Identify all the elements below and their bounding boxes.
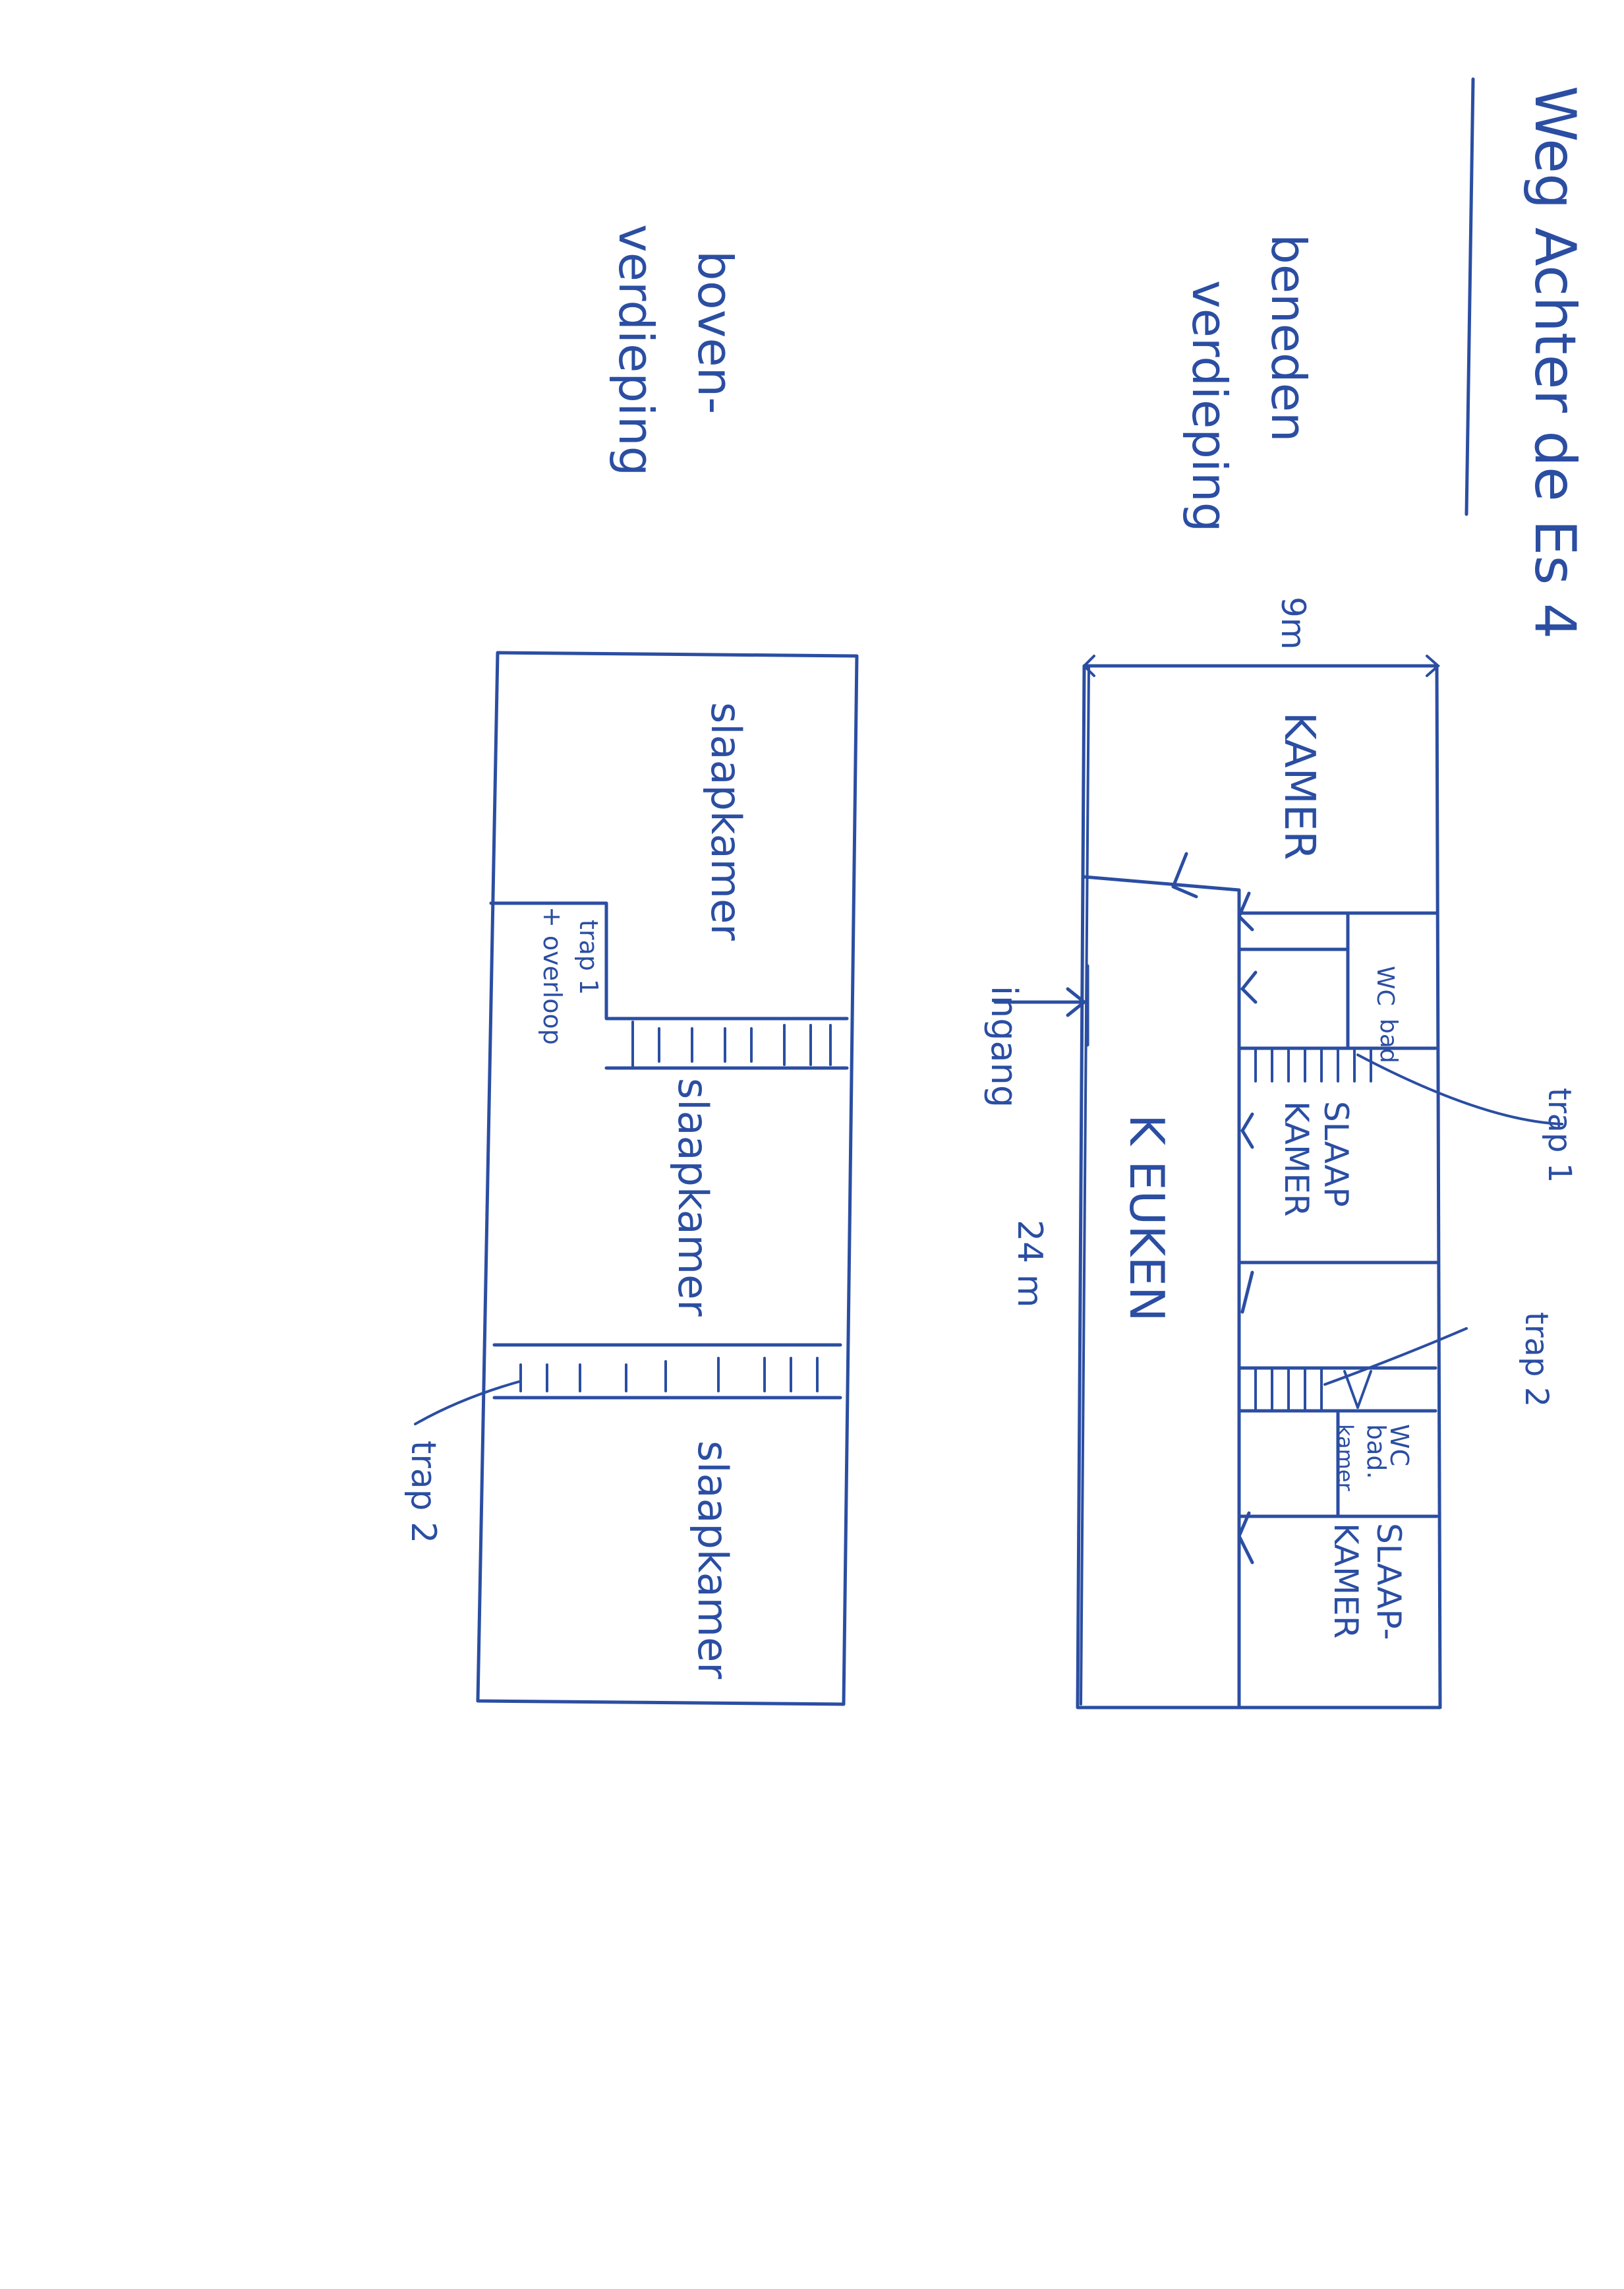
entrance-label: ingang [983, 986, 1025, 1108]
door-mark-5 [1240, 1270, 1254, 1314]
ground-floor-plan: KAMER 9m K EUKEN 24 m ingang WC bad SLAA… [983, 597, 1578, 1709]
entrance-arrow-head [1066, 987, 1086, 1017]
upper-trap2-label: trap 2 [403, 1441, 443, 1543]
keuken-label: K EUKEN [1119, 1114, 1174, 1322]
upper-slaapkamer-b-label: slaapkamer [669, 1078, 717, 1317]
door-mark-1 [1171, 852, 1198, 899]
ground-floor-label-line1: beneden [1261, 234, 1316, 442]
wc-label: WC [1372, 966, 1399, 1006]
slaapkamer2-label-line1: SLAAP- [1370, 1523, 1408, 1640]
slaapkamer1-label-line1: SLAAP [1317, 1101, 1355, 1207]
trap1-stairs [1254, 1047, 1372, 1083]
upper-slaapkamer-a-label: slaapkamer [702, 702, 750, 941]
slaapkamer2-label-line2: KAMER [1327, 1523, 1365, 1639]
trap1-label: trap 1 [1541, 1088, 1578, 1183]
upper-trap1-stairs [631, 1021, 832, 1069]
overloop-wall [489, 901, 849, 1021]
upper-outer-walls [476, 651, 859, 1706]
upper-floor-label: boven- verdieping [608, 224, 743, 476]
dim-width-label: 9m [1274, 597, 1312, 650]
title-group: Weg Achter de Es 4 [1522, 86, 1588, 639]
upper-trap1-label-line2: + overloop [538, 907, 567, 1045]
door-mark-4 [1240, 1112, 1254, 1149]
kamer-label: KAMER [1275, 712, 1323, 860]
dim-width-tick-right [1426, 655, 1441, 677]
upper-trap2-stairs [519, 1357, 819, 1392]
ground-floor-label-line2: verdieping [1182, 280, 1237, 532]
upper-floor-label-line1: boven- [687, 251, 743, 414]
trap2-leader [1323, 1327, 1468, 1386]
trap1-leader [1356, 1054, 1563, 1125]
badkamer-label-line1: bad. [1362, 1424, 1391, 1479]
dim-length-label: 24 m [1010, 1220, 1049, 1307]
wc2-label: WC [1385, 1424, 1414, 1466]
upper-floor-plan: slaapkamer slaapkamer slaapkamer trap 1 … [403, 651, 859, 1706]
upper-trap1-label-line1: trap 1 [574, 920, 603, 995]
slaapkamer1-label-line2: KAMER [1277, 1101, 1316, 1217]
upper-floor-label-line2: verdieping [608, 224, 664, 476]
title-underline [1464, 77, 1475, 516]
keuken-wall [1082, 875, 1241, 1709]
door-mark-3 [1240, 970, 1258, 1004]
dim-length-line [1080, 666, 1090, 1706]
upper-slaapkamer-c-label: slaapkamer [689, 1441, 737, 1679]
badkamer-label-line2: kamer [1333, 1424, 1358, 1491]
door-mark-2 [1237, 891, 1254, 932]
bad-label: bad [1375, 1019, 1402, 1063]
page-title: Weg Achter de Es 4 [1522, 86, 1588, 639]
ground-floor-label: beneden verdieping [1182, 234, 1316, 532]
upper-trap2-leader [414, 1380, 522, 1425]
trap2-label: trap 2 [1518, 1312, 1555, 1407]
door-mark-6 [1237, 1511, 1254, 1564]
dim-width-tick-left [1082, 655, 1095, 677]
